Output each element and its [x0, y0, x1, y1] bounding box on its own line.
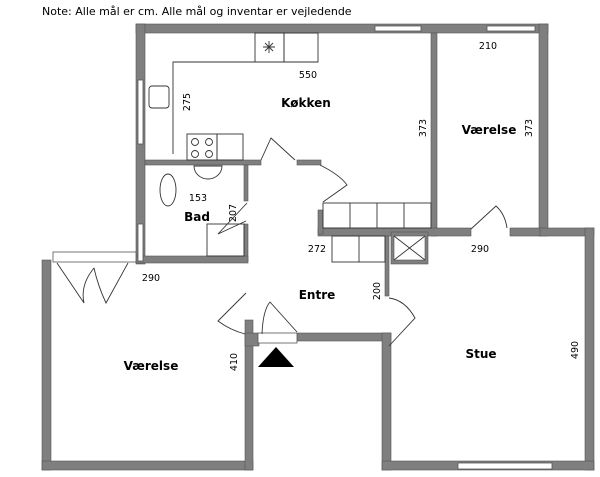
dim-kitchen-counter: 275 — [182, 93, 193, 111]
wall-kitchen-bedroom — [430, 32, 438, 237]
burner-icon — [191, 150, 199, 158]
bedroom-left-bottom-wall — [41, 460, 254, 471]
walls — [41, 23, 595, 471]
bedroom-left-right-wall — [244, 319, 254, 471]
kitchen-sink-icon — [148, 85, 170, 109]
entrance-arrow-icon — [258, 347, 294, 367]
living-left-wall — [381, 332, 392, 471]
burner-icon — [205, 138, 213, 146]
door-bedroom-top — [470, 205, 508, 230]
entrance-door-frame — [257, 332, 298, 344]
window-kitchen — [374, 25, 422, 32]
room-label-entrance: Entre — [299, 288, 336, 302]
bath-fixtures — [159, 165, 245, 257]
bath-top-wall-a — [144, 159, 262, 166]
door-entrance — [261, 301, 298, 335]
entrance-wall-left — [244, 332, 260, 347]
bath-bottom-wall — [135, 255, 249, 264]
dim-bedroom-left-height: 410 — [229, 353, 240, 371]
bath-right-wall-a — [243, 164, 249, 202]
window-bedroom-top — [486, 25, 536, 32]
note-text: Note: Alle mål er cm. Alle mål og invent… — [42, 5, 352, 18]
dim-living-height: 490 — [570, 341, 581, 359]
doors — [217, 137, 508, 367]
room-label-bedroom-left: Værelse — [124, 359, 179, 373]
door-kitchen — [260, 137, 296, 161]
room-label-bath: Bad — [184, 210, 210, 224]
closet-dividers — [349, 203, 405, 228]
dim-kitchen-width: 550 — [299, 70, 317, 81]
window-living — [457, 462, 553, 470]
closets — [56, 202, 432, 304]
dim-bedroom-top-height: 373 — [524, 119, 535, 137]
bath-right-wall-b — [243, 223, 249, 262]
room-label-kitchen: Køkken — [281, 96, 331, 110]
entrance-bottom-wall — [296, 332, 392, 342]
dim-bedroom-left-width: 290 — [142, 273, 160, 284]
shaft-cross-icon — [393, 235, 426, 261]
dim-bath-height: 207 — [228, 204, 239, 222]
dim-entrance-height: 200 — [372, 282, 383, 300]
window-bath — [137, 223, 144, 262]
cabinet — [283, 32, 319, 63]
door-bedroom-left — [217, 292, 247, 335]
room-label-living: Stue — [465, 347, 496, 361]
burner-icon — [205, 150, 213, 158]
window-bedroom-left — [52, 251, 137, 263]
dim-kitchen-height: 373 — [418, 119, 429, 137]
shower — [206, 223, 245, 257]
right-wall-bedroom — [538, 23, 549, 237]
toilet-icon — [159, 173, 177, 207]
window-kitchen-side — [137, 79, 144, 145]
right-outer-wall — [584, 227, 595, 471]
stove — [186, 133, 218, 161]
dim-entrance-width: 272 — [308, 244, 326, 255]
door-living — [388, 297, 416, 347]
bath-top-wall-b — [296, 159, 322, 166]
door-kitchen-closet — [319, 164, 348, 203]
closet-wall — [317, 209, 324, 235]
dim-bedroom-top-width: 210 — [479, 41, 497, 52]
top-wall — [135, 23, 549, 34]
entrance-right-wall — [384, 235, 390, 297]
dim-living-width: 290 — [471, 244, 489, 255]
bath-sink-icon — [193, 165, 223, 180]
windows — [52, 25, 553, 470]
burner-icon — [191, 138, 199, 146]
counter-unit — [216, 133, 244, 161]
dim-bath-width: 153 — [189, 193, 207, 204]
kitchen-fixtures — [148, 32, 319, 161]
fan-icon — [263, 41, 275, 53]
left-outer-wall — [41, 259, 52, 471]
room-label-bedroom-top: Værelse — [462, 123, 517, 137]
closet-entrance — [331, 235, 386, 263]
wardrobe-doors — [56, 262, 129, 304]
wall-below-bedroom — [509, 227, 541, 237]
door-bath — [217, 202, 248, 235]
